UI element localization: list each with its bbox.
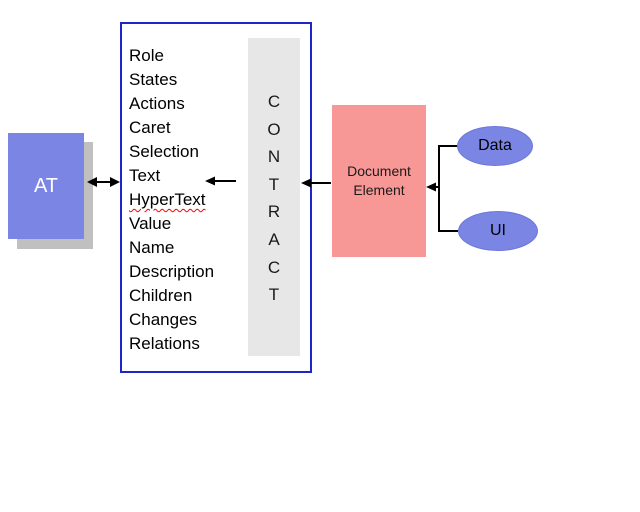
vertical-letter: C bbox=[267, 92, 281, 111]
property-actions: Actions bbox=[129, 94, 185, 113]
vertical-letter: T bbox=[268, 285, 280, 305]
property-changes: Changes bbox=[129, 310, 198, 329]
property-children: Children bbox=[129, 286, 193, 305]
data-ellipse: Data bbox=[457, 126, 533, 166]
at-box-label: AT bbox=[33, 174, 59, 197]
property-relations: Relations bbox=[129, 334, 200, 353]
document-element-box: Document Element bbox=[332, 105, 426, 257]
ui-ellipse-label: UI bbox=[490, 222, 506, 239]
contract-vertical-column: C O N T R A C T bbox=[248, 38, 300, 356]
document-element-label: Document Element bbox=[347, 163, 411, 198]
vertical-letter: N bbox=[267, 147, 281, 167]
property-caret: Caret bbox=[129, 118, 171, 137]
vertical-letter: O bbox=[267, 119, 281, 139]
vertical-letter: A bbox=[268, 229, 280, 249]
bracket-data-ui-document bbox=[426, 145, 458, 232]
contract-box: C O N T R A C T Role States Actions Care… bbox=[120, 22, 312, 373]
vertical-letter: R bbox=[267, 202, 281, 222]
property-states: States bbox=[129, 70, 178, 89]
property-selection: Selection bbox=[129, 142, 199, 161]
property-role: Role bbox=[129, 46, 164, 65]
property-hypertext: HyperText bbox=[129, 190, 206, 209]
vertical-letter: C bbox=[267, 257, 281, 277]
property-name: Name bbox=[129, 238, 175, 257]
at-box: AT bbox=[8, 133, 84, 239]
vertical-letter: T bbox=[268, 174, 280, 194]
property-text: Text bbox=[129, 166, 161, 185]
contract-property-list: Role States Actions Caret Selection Text… bbox=[129, 44, 214, 356]
property-value: Value bbox=[129, 214, 172, 233]
contract-vertical-label: C O N T R A C T bbox=[248, 88, 300, 309]
data-ellipse-label: Data bbox=[478, 137, 512, 154]
property-description: Description bbox=[129, 262, 215, 281]
ui-ellipse: UI bbox=[458, 211, 538, 251]
